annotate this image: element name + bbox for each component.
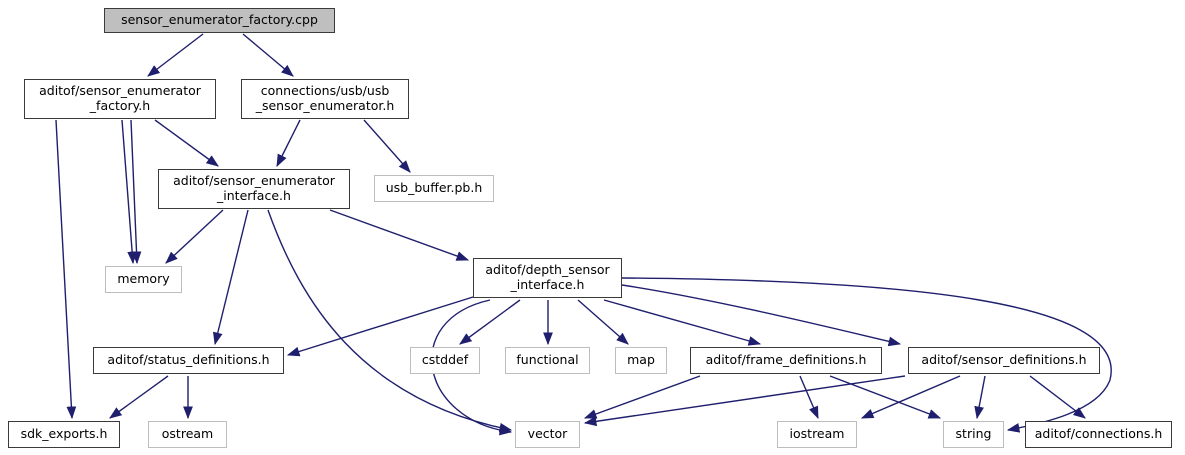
edge-sef-to-sei (130, 119, 142, 265)
graph-node-iostream[interactable]: iostream (777, 421, 857, 448)
graph-node-vector[interactable]: vector (515, 421, 580, 448)
graph-node-statusdef[interactable]: aditof/status_definitions.h (93, 347, 284, 374)
edge-root-to-sef (147, 33, 204, 77)
edge-sei-to-dsi (329, 209, 470, 261)
graph-node-string[interactable]: string (943, 421, 1004, 448)
edge-sei-to-memory (165, 209, 224, 264)
graph-node-sdkexports[interactable]: sdk_exports.h (8, 421, 120, 448)
edge-dsi-to-map (577, 299, 629, 345)
edge-sensordef-to-vector (583, 375, 906, 427)
edge-sef-to-sdkexports (55, 119, 77, 420)
edge-sef-to-sei2 (154, 119, 219, 167)
edge-framedef-to-vector (583, 375, 701, 419)
graph-node-sei[interactable]: aditof/sensor_enumerator _interface.h (158, 169, 350, 209)
edge-sei-to-statusdef (212, 209, 249, 346)
edge-sensordef-to-connections (1029, 375, 1086, 419)
graph-node-cstddef[interactable]: cstddef (410, 347, 480, 374)
graph-node-dsi[interactable]: aditof/depth_sensor _interface.h (473, 258, 622, 298)
edge-dsi-to-sensordef (621, 284, 902, 347)
edge-usbse-to-sei (276, 119, 301, 168)
graph-node-framedef[interactable]: aditof/frame_definitions.h (690, 347, 882, 374)
edge-usbse-to-usbbuf (363, 119, 411, 173)
graph-node-functional[interactable]: functional (505, 347, 590, 374)
edge-dsi-to-cstddef (459, 299, 521, 345)
edge-statusdef-to-sdkexports (109, 375, 169, 419)
edge-sensordef-to-string (974, 375, 986, 420)
graph-node-root[interactable]: sensor_enumerator_factory.cpp (104, 8, 335, 33)
graph-node-connections[interactable]: aditof/connections.h (1025, 421, 1172, 448)
edge-dsi-to-string (621, 277, 1112, 433)
graph-node-sensordef[interactable]: aditof/sensor_definitions.h (908, 347, 1100, 374)
graph-node-ostream[interactable]: ostream (148, 421, 227, 448)
edge-framedef-to-string (829, 375, 942, 419)
edge-dsi-to-statusdef (286, 296, 474, 357)
graph-node-usbse[interactable]: connections/usb/usb _sensor_enumerator.h (241, 79, 409, 119)
edge-sei-to-vector (267, 209, 513, 433)
edge-sensordef-to-iostream (860, 375, 961, 419)
edge-sef-to-memory (121, 119, 138, 265)
edge-dsi-to-framedef (603, 299, 762, 346)
graph-node-memory[interactable]: memory (105, 266, 182, 293)
edge-framedef-to-iostream (799, 375, 819, 420)
edge-root-to-usbse (242, 33, 294, 77)
graph-node-sef[interactable]: aditof/sensor_enumerator _factory.h (24, 79, 216, 119)
graph-node-usbbuf[interactable]: usb_buffer.pb.h (374, 175, 494, 202)
graph-node-map[interactable]: map (615, 347, 667, 374)
